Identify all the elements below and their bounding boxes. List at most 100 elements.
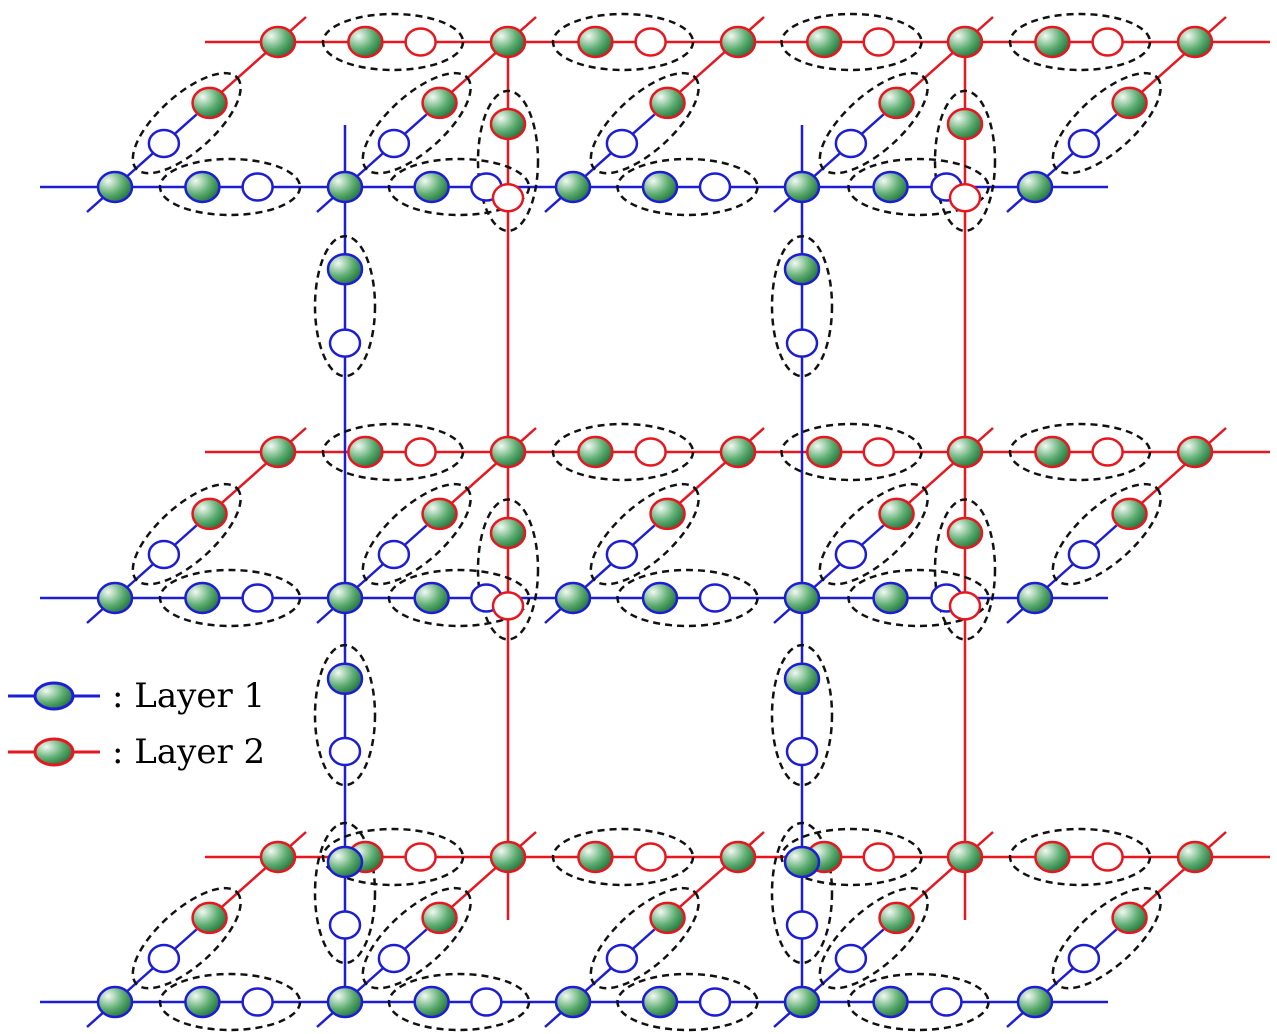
- lattice-site: [554, 581, 592, 615]
- lattice-site: [421, 497, 458, 531]
- empty-site: [605, 539, 639, 570]
- empty-site: [404, 27, 437, 57]
- lattice-site: [641, 985, 679, 1019]
- dimer-ellipse: [476, 498, 540, 641]
- lattice-site: [489, 840, 527, 874]
- dimer-ellipse: [551, 827, 695, 887]
- empty-site: [862, 842, 895, 872]
- dimer-ellipse: [551, 12, 695, 72]
- lattice-site: [347, 435, 384, 469]
- lattice-site: [347, 25, 384, 59]
- dimer-ellipse: [361, 886, 472, 990]
- lattice-site: [946, 435, 984, 469]
- dimer-ellipse: [321, 422, 465, 482]
- dimer-ellipse: [847, 568, 990, 628]
- lattice-site: [872, 985, 909, 1019]
- lattice-site: [259, 25, 297, 59]
- dimer-ellipse: [551, 422, 695, 482]
- lattice-site: [326, 252, 364, 286]
- lattice-site: [641, 170, 679, 204]
- lattice-site: [1034, 25, 1071, 59]
- dimer-ellipse: [387, 157, 531, 217]
- lattice-site: [554, 985, 592, 1019]
- empty-site: [1091, 27, 1124, 57]
- lattice-site: [191, 86, 228, 120]
- lattice-site: [1034, 435, 1071, 469]
- dimer-ellipse: [589, 482, 700, 586]
- empty-site: [634, 27, 667, 57]
- lattice-site: [719, 840, 757, 874]
- lattice-site: [719, 435, 757, 469]
- lattice-site: [783, 170, 821, 204]
- lattice-site: [326, 985, 364, 1019]
- dimer-ellipse: [313, 643, 377, 787]
- empty-site: [241, 583, 274, 613]
- legend-node-layer2: [33, 737, 75, 767]
- lattice-site: [184, 581, 221, 615]
- lattice-site: [1111, 86, 1148, 120]
- empty-site: [785, 328, 819, 358]
- lattice-site: [326, 845, 364, 879]
- dimer-ellipse: [818, 886, 929, 990]
- dimer-ellipse: [1008, 422, 1152, 482]
- lattice-site: [577, 435, 614, 469]
- lattice-sites: [96, 25, 1214, 1019]
- legend-node-layer1: [33, 681, 75, 711]
- empty-site: [698, 987, 732, 1017]
- empty-site: [1067, 539, 1101, 570]
- lattice-site: [783, 252, 821, 286]
- lattice-site: [783, 581, 821, 615]
- lattice-site: [1176, 435, 1214, 469]
- lattice-site: [783, 662, 821, 696]
- lattice-site: [649, 497, 686, 531]
- dimer-ellipse: [158, 568, 302, 628]
- lattice-site: [783, 845, 821, 879]
- lattice-site: [326, 662, 364, 696]
- lattice-site: [184, 170, 221, 204]
- empty-site: [491, 183, 525, 213]
- empty-site: [834, 128, 868, 159]
- lattice-site: [577, 840, 614, 874]
- dimer-ellipse: [313, 234, 377, 378]
- lattice-site: [413, 985, 450, 1019]
- dimer-ellipse: [780, 422, 923, 482]
- empty-site: [491, 591, 525, 621]
- empty-site: [328, 910, 362, 940]
- lattice-site: [878, 901, 915, 935]
- lattice-site: [259, 840, 297, 874]
- lattice-site: [1016, 985, 1054, 1019]
- dimer-ellipse: [1051, 482, 1162, 586]
- dimer-ellipse: [847, 972, 990, 1032]
- empty-site: [1067, 943, 1101, 974]
- empty-site: [147, 539, 181, 570]
- lattice-site: [946, 516, 984, 550]
- dimer-ellipse: [321, 12, 465, 72]
- lattice-site: [421, 901, 458, 935]
- layer2-bonds: [195, 16, 1270, 931]
- dimer-ellipse: [313, 821, 377, 965]
- empty-site: [834, 539, 868, 570]
- legend: : Layer 1 : Layer 2: [8, 676, 265, 772]
- lattice-site: [878, 497, 915, 531]
- dimer-ellipse: [933, 89, 997, 233]
- lattice-site: [1034, 840, 1071, 874]
- dimer-ellipse: [780, 827, 923, 887]
- empty-site: [404, 842, 437, 872]
- lattice-site: [96, 985, 134, 1019]
- empty-site: [1091, 842, 1124, 872]
- lattice-site: [421, 86, 458, 120]
- lattice-site: [806, 25, 843, 59]
- dimer-ellipse: [770, 821, 834, 965]
- lattice-site: [649, 901, 686, 935]
- empty-site: [1091, 437, 1124, 467]
- empty-site: [634, 842, 667, 872]
- dimer-ellipse: [616, 972, 759, 1032]
- empty-site: [834, 943, 868, 974]
- lattice-site: [1016, 581, 1054, 615]
- empty-site: [862, 27, 895, 57]
- dimer-ellipse: [616, 568, 759, 628]
- lattice-site: [649, 86, 686, 120]
- lattice-site: [489, 25, 527, 59]
- lattice-site: [783, 985, 821, 1019]
- legend-item-layer1: : Layer 1: [8, 676, 265, 716]
